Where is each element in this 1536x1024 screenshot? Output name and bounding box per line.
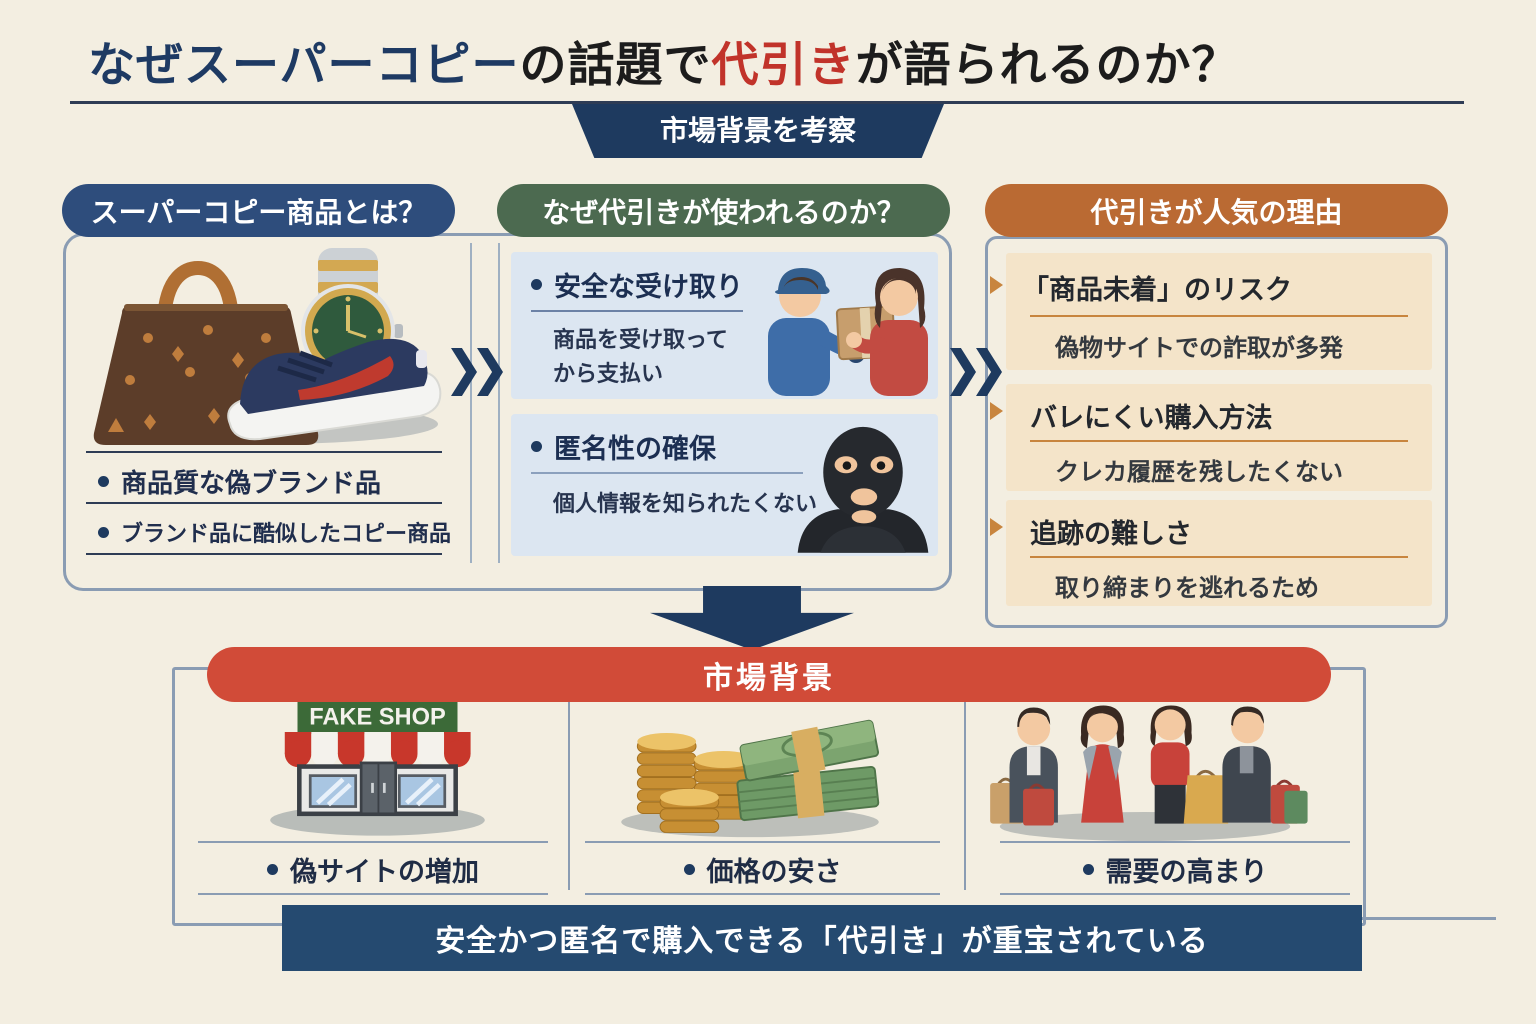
why-box2-title: 匿名性の確保	[554, 433, 716, 464]
masked-person-illustration	[797, 426, 929, 553]
title-segment-navy: なぜスーパーコピー	[88, 38, 520, 91]
delivery-handoff-illustration	[768, 268, 928, 396]
market-item-2: 価格の安さ	[585, 849, 940, 889]
money-illustration	[621, 719, 880, 838]
bullet-rule-3	[86, 553, 442, 555]
shopper-figure	[1080, 705, 1125, 823]
column-divider-line-b	[498, 243, 500, 563]
coin-stack-icon	[659, 788, 720, 833]
shopper-figure	[1150, 705, 1229, 824]
market-item-2-label: 価格の安さ	[706, 856, 842, 887]
triangle-marker-icon	[990, 276, 1003, 294]
left-columns-frame	[63, 233, 952, 591]
why-box2-desc: 個人情報を知られたくない	[553, 491, 818, 516]
customer-figure	[846, 268, 928, 396]
why-box2-title-row: 匿名性の確保	[531, 428, 716, 464]
title-segment-red: 代引き	[711, 38, 856, 91]
page-title: なぜスーパーコピーの話題で代引きが語られるのか？	[88, 26, 1240, 95]
reason-item-1	[1006, 253, 1432, 370]
awning-icon	[284, 732, 471, 768]
sneaker-icon	[227, 338, 442, 441]
reason-item-3	[1006, 500, 1432, 606]
shoppers-illustration	[990, 705, 1308, 842]
reason-1-desc: 偽物サイトでの詐取が多発	[1055, 335, 1343, 362]
title-segment-dark2: が語られるのか？	[855, 38, 1240, 91]
shop-door-icon	[359, 761, 398, 816]
market-item-1: 偽サイトの増加	[198, 849, 548, 889]
market-cell3-rule-top	[1000, 841, 1350, 843]
column-header-reasons: 代引きが人気の理由	[985, 184, 1448, 237]
market-divider-1	[568, 692, 570, 890]
cash-bundle-icon	[739, 719, 880, 782]
title-segment-dark1: の話題で	[519, 38, 712, 91]
reason-2-title: バレにくい購入方法	[1030, 403, 1273, 433]
bullet-dot-icon	[531, 278, 542, 290]
market-banner: 市場背景	[207, 647, 1331, 702]
bullet-dot-icon	[531, 440, 542, 452]
reason-3-rule	[1030, 556, 1408, 558]
shop-window-icon	[397, 774, 447, 808]
shopper-figure	[1222, 706, 1308, 824]
market-item-1-label: 偽サイトの増加	[290, 856, 479, 887]
what-bullet-2: ブランド品に酷似したコピー商品	[98, 511, 451, 553]
column-header-why: なぜ代引きが使われるのか？	[497, 184, 950, 237]
shopper-figure	[990, 707, 1058, 826]
title-underline	[70, 101, 1464, 104]
fake-shop-sign-text: FAKE SHOP	[309, 705, 446, 731]
why-box2-underline	[531, 472, 803, 474]
reason-item-2	[1006, 384, 1432, 491]
conclusion-banner: 安全かつ匿名で購入できる「代引き」が重宝されている	[282, 905, 1362, 971]
bullet-rule-1	[86, 451, 442, 453]
reasons-frame	[985, 236, 1448, 628]
reason-3-title: 追跡の難しさ	[1030, 519, 1192, 549]
column-header-what: スーパーコピー商品とは？	[62, 184, 455, 237]
shop-window-icon	[308, 774, 358, 808]
fake-shop-illustration: FAKE SHOP	[270, 697, 485, 836]
reason-3-desc: 取り締まりを逃れるため	[1055, 575, 1319, 602]
triangle-marker-icon	[990, 402, 1003, 420]
bullet-dot-icon	[1082, 863, 1094, 875]
market-item-3-label: 需要の高まり	[1105, 856, 1268, 887]
market-cell2-rule-bottom	[585, 893, 940, 895]
why-box1-desc-line1: 商品を受け取って	[553, 327, 728, 352]
bullet-dot-icon	[98, 475, 109, 487]
market-item-3: 需要の高まり	[1000, 849, 1350, 889]
down-arrow-icon	[650, 586, 854, 650]
why-box1-title-row: 安全な受け取り	[531, 266, 743, 302]
why-box1-desc-line2: から支払い	[553, 361, 664, 386]
bullet-dot-icon	[267, 863, 278, 875]
bullet-dot-icon	[683, 863, 695, 875]
market-cell1-rule-bottom	[198, 893, 548, 895]
reason-1-title: 「商品未着」のリスク	[1022, 275, 1292, 305]
what-bullet-2-label: ブランド品に酷似したコピー商品	[121, 521, 452, 546]
what-bullet-1-label: 商品質な偽ブランド品	[121, 467, 382, 498]
market-cell3-rule-bottom	[1000, 893, 1350, 895]
market-cell1-rule-top	[198, 841, 548, 843]
subtitle-banner: 市場背景を考察	[572, 104, 944, 158]
cash-bundle-icon	[736, 765, 880, 822]
conclusion-side-line	[1362, 917, 1496, 920]
bullet-dot-icon	[98, 526, 109, 538]
why-box1-title: 安全な受け取り	[554, 271, 743, 302]
reason-2-desc: クレカ履歴を残したくない	[1055, 459, 1343, 486]
market-cell2-rule-top	[585, 841, 940, 843]
chevron-right-icon	[950, 348, 976, 396]
what-bullet-1: 商品質な偽ブランド品	[98, 460, 381, 502]
why-box1-underline	[531, 310, 743, 312]
market-divider-2	[964, 692, 966, 890]
bullet-rule-2	[86, 502, 442, 504]
column-divider-line-a	[470, 243, 472, 563]
reason-2-rule	[1030, 440, 1408, 442]
counterfeit-goods-illustration	[93, 248, 442, 445]
reason-1-rule	[1030, 315, 1408, 317]
triangle-marker-icon	[990, 518, 1003, 536]
